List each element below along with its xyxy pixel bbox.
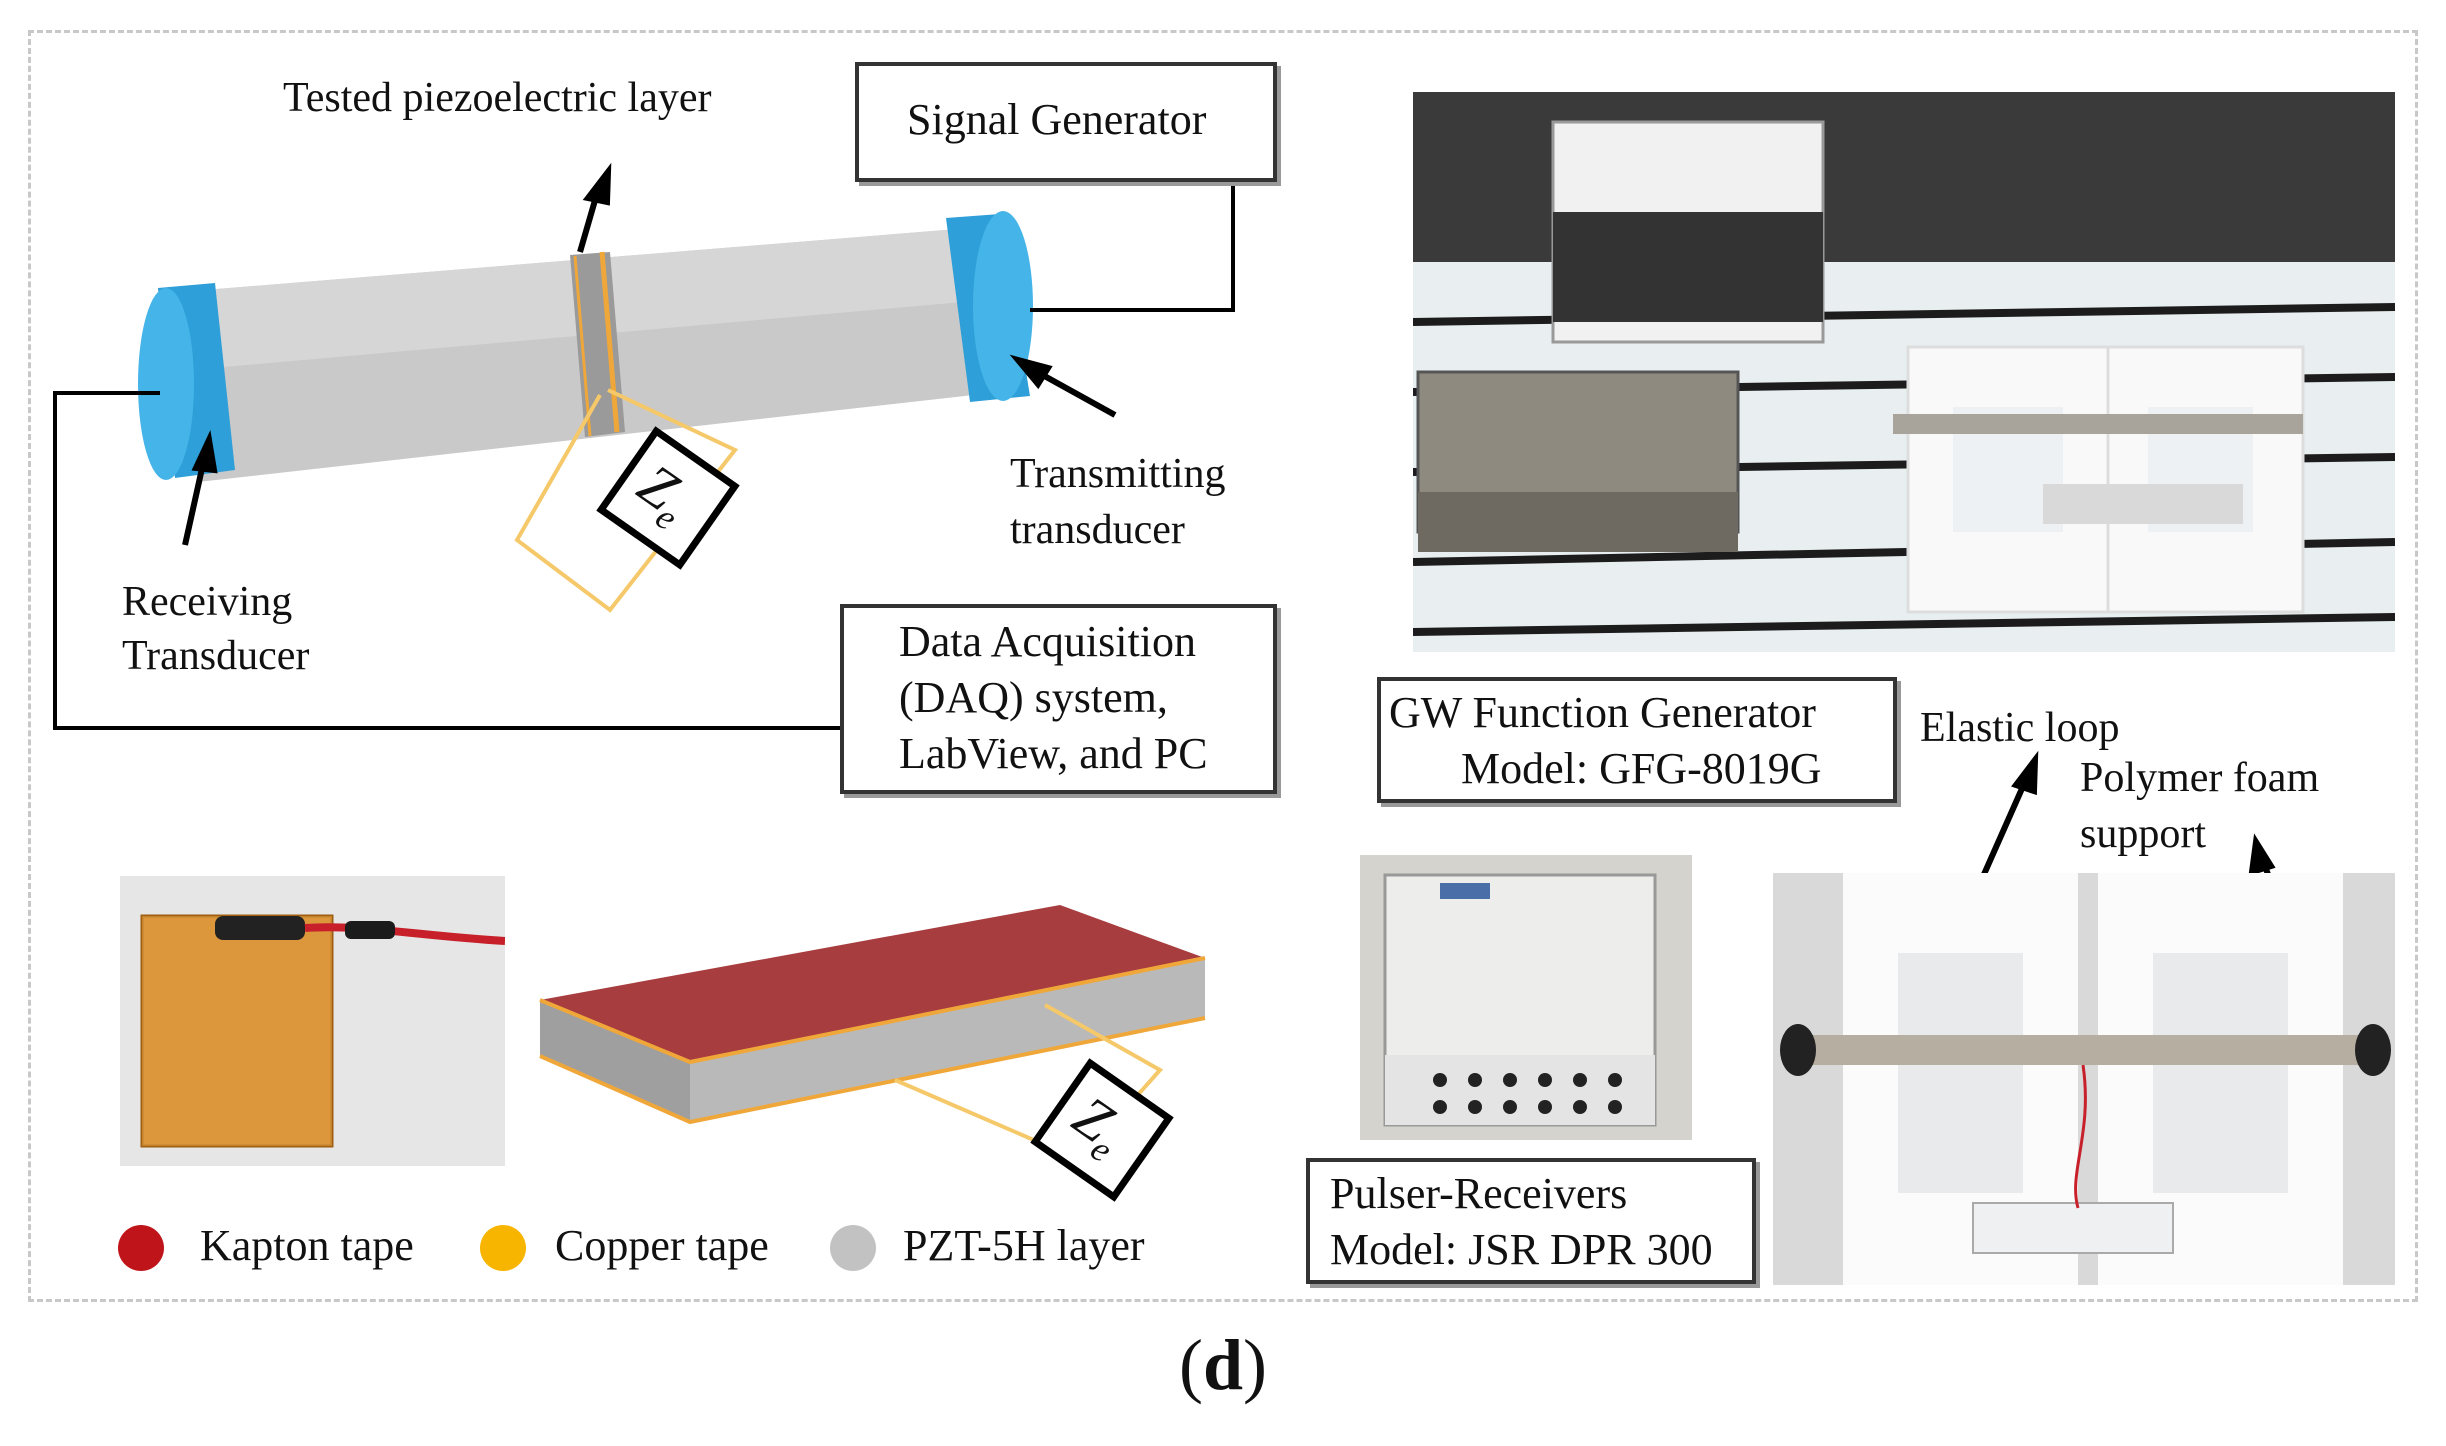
signal-wires <box>53 165 1235 730</box>
gw-function-generator-line2: Model: GFG-8019G <box>1461 744 1822 793</box>
polymer-foam-label-line1: Polymer foam <box>2080 755 2320 801</box>
pulser-receivers-line2: Model: JSR DPR 300 <box>1330 1225 1713 1274</box>
kapton-sample-photo <box>120 876 505 1166</box>
polymer-foam-label-line2: support <box>2080 811 2206 857</box>
tested-layer-label: Tested piezoelectric layer <box>283 75 712 121</box>
receiving-label-line2: Transducer <box>122 633 310 679</box>
transmitting-label-line2: transducer <box>1010 507 1185 553</box>
figure-frame <box>28 30 2418 1302</box>
legend-kapton-label: Kapton tape <box>200 1221 414 1270</box>
legend-copper-swatch <box>480 1225 526 1271</box>
gw-function-generator-box: GW Function Generator Model: GFG-8019G <box>1377 677 1897 803</box>
impedance-wire-loop <box>514 388 739 613</box>
legend-pzt-swatch <box>830 1225 876 1271</box>
foam-support-photo <box>1773 873 2395 1285</box>
legend-pzt-label: PZT-5H layer <box>903 1221 1145 1270</box>
daq-text-line3: LabView, and PC <box>899 729 1208 778</box>
layer-sample-slab <box>539 905 1206 1163</box>
elastic-loop-label: Elastic loop <box>1920 705 2120 751</box>
legend-copper-label: Copper tape <box>555 1221 769 1270</box>
figure-caption: (d) <box>1178 1325 1267 1405</box>
gw-function-generator-line1: GW Function Generator <box>1389 688 1816 737</box>
legend-kapton-swatch <box>118 1225 164 1271</box>
pulser-receiver-photo <box>1360 855 1692 1140</box>
transmitting-transducer-shape <box>946 211 1033 402</box>
receiving-label-line1: Receiving <box>122 579 293 625</box>
daq-text-line1: Data Acquisition <box>899 617 1196 666</box>
transmitting-label-line1: Transmitting <box>1010 451 1226 497</box>
daq-box: Data Acquisition (DAQ) system, LabView, … <box>840 604 1277 794</box>
impedance-box-2 <box>1030 1058 1174 1202</box>
signal-generator-text: Signal Generator <box>907 95 1207 144</box>
signal-generator-box: Signal Generator <box>855 62 1277 182</box>
pulser-receivers-line1: Pulser-Receivers <box>1330 1169 1628 1218</box>
waveguide-rod <box>180 228 1000 482</box>
impedance-box <box>596 426 740 570</box>
receiving-transducer-shape <box>138 283 235 480</box>
lab-setup-photo <box>1413 92 2395 652</box>
daq-text-line2: (DAQ) system, <box>899 673 1168 722</box>
pulser-receivers-box: Pulser-Receivers Model: JSR DPR 300 <box>1306 1158 1756 1284</box>
